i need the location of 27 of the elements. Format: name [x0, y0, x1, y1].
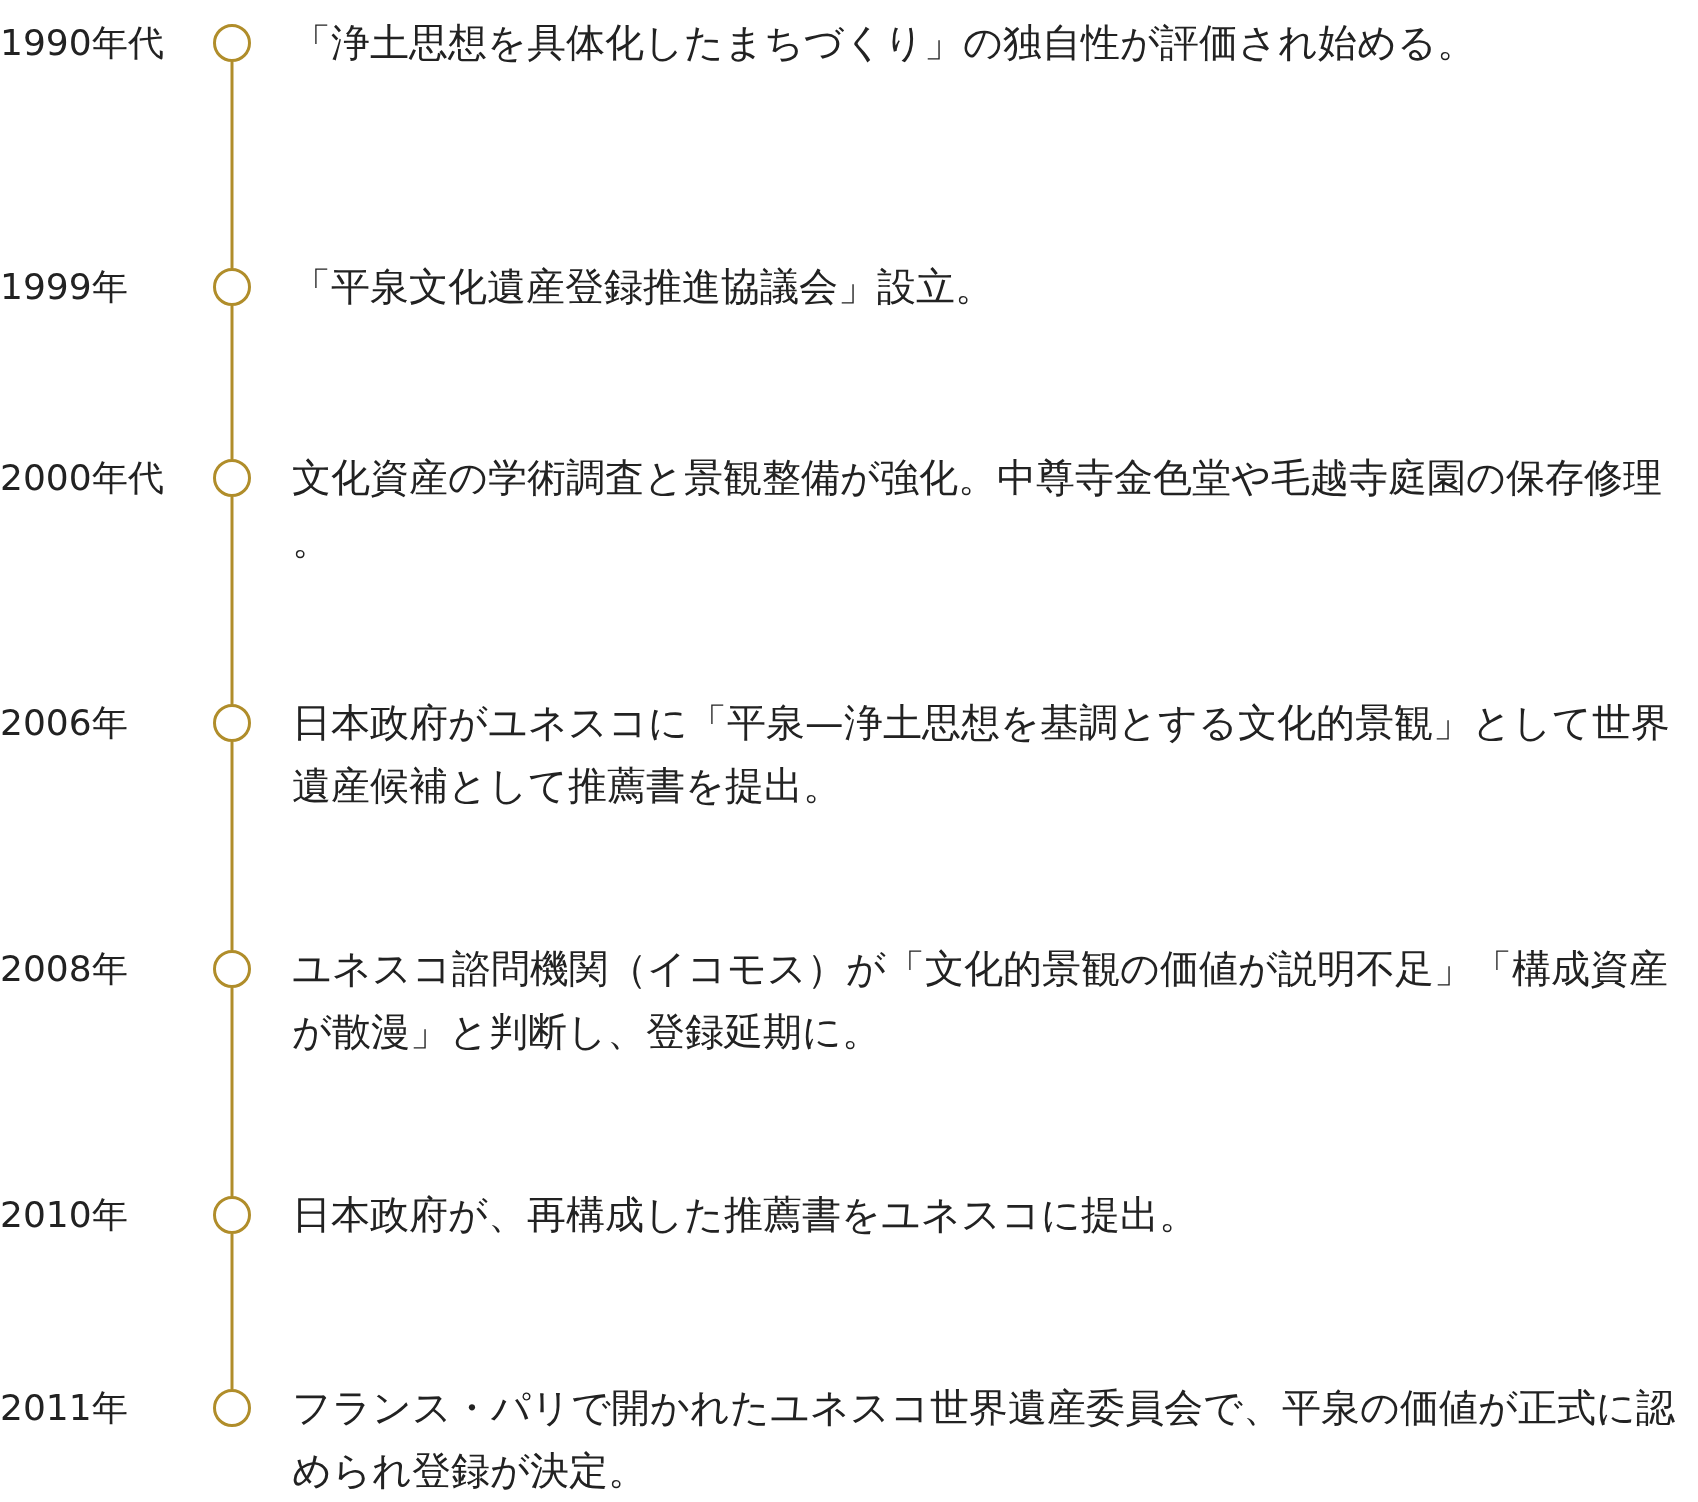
- timeline-line: [230, 742, 234, 950]
- timeline-line: [230, 306, 234, 459]
- year-label: 1990年代: [0, 23, 164, 63]
- event-description: フランス・パリで開かれたユネスコ世界遺産委員会で、平泉の価値が正式に認められ登録が決定。: [292, 1384, 1676, 1495]
- timeline-circle: [213, 1389, 251, 1427]
- event-description: 日本政府がユネスコに「平泉—浄土思想を基調とする文化的景観」として世界遺産候補として推薦書を提出。: [292, 699, 1671, 810]
- year-label: 2011年: [0, 1388, 128, 1428]
- event-description: 「平泉文化遺産登録推進協議会」設立。: [292, 263, 995, 311]
- timeline-line: [230, 1234, 234, 1389]
- year-label: 1999年: [0, 267, 128, 307]
- year-label: 2008年: [0, 949, 128, 989]
- timeline-circle: [213, 24, 251, 62]
- timeline-circle: [213, 459, 251, 497]
- event-description: ユネスコ諮問機関（イコモス）が「文化的景観の価値が説明不足」「構成資産が散漫」と判断し、登録延期に。: [292, 945, 1669, 1056]
- event-description: 「浄土思想を具体化したまちづくり」の独自性が評価され始める。: [292, 19, 1477, 67]
- timeline-circle: [213, 268, 251, 306]
- year-label: 2000年代: [0, 458, 164, 498]
- timeline-line: [230, 497, 234, 704]
- event-description: 日本政府が、再構成した推薦書をユネスコに提出。: [292, 1191, 1199, 1239]
- event-description: 文化資産の学術調査と景観整備が強化。中尊寺金色堂や毛越寺庭園の保存修理。: [292, 454, 1663, 565]
- timeline-line: [230, 988, 234, 1196]
- timeline-circle: [213, 704, 251, 742]
- year-label: 2006年: [0, 703, 128, 743]
- year-label: 2010年: [0, 1195, 128, 1235]
- timeline-line: [230, 62, 234, 268]
- timeline-circle: [213, 1196, 251, 1234]
- timeline-circle: [213, 950, 251, 988]
